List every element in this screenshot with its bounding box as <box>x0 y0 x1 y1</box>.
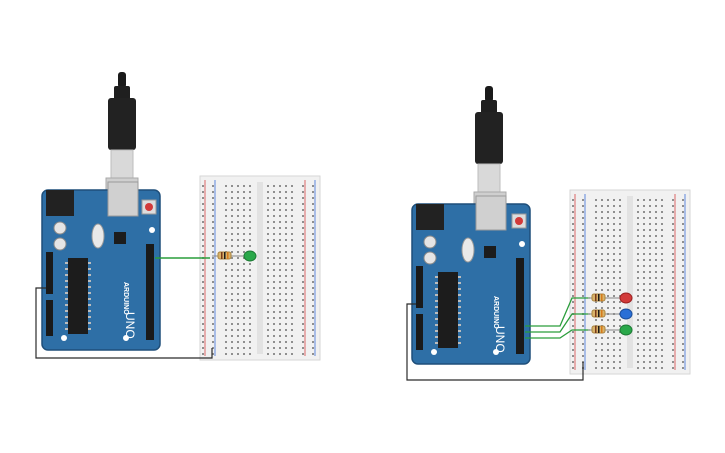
breadboard-right[interactable] <box>569 189 691 375</box>
arduino-board-left[interactable]: ARDUINO UNO <box>41 181 161 351</box>
board-logo-left: ARDUINO <box>122 282 129 315</box>
microcontroller-chip-left <box>68 258 88 334</box>
board-logo-right: ARDUINO <box>492 296 499 329</box>
reset-button-left[interactable] <box>145 203 153 211</box>
breadboard-left[interactable] <box>199 175 321 361</box>
led-red-right[interactable] <box>610 292 633 304</box>
wire-signal-1-right[interactable] <box>525 297 590 327</box>
wire-ground-left[interactable] <box>35 287 213 359</box>
board-model-left: UNO <box>123 312 137 339</box>
arduino-board-right[interactable]: ARDUINO UNO <box>411 195 531 365</box>
resistor-2-right[interactable] <box>588 309 610 318</box>
microcontroller-chip-right <box>438 272 458 348</box>
led-green-right[interactable] <box>610 324 633 336</box>
reset-button-right[interactable] <box>515 217 523 225</box>
wire-ground-right[interactable] <box>406 303 584 381</box>
wire-signal-2-right[interactable] <box>525 313 590 333</box>
circuit-left: ARDUINO UNO <box>35 72 321 361</box>
led-blue-right[interactable] <box>610 308 633 320</box>
wire-signal-3-right[interactable] <box>525 329 590 339</box>
resistor-1-right[interactable] <box>588 293 610 302</box>
resistor-3-right[interactable] <box>588 325 610 334</box>
circuit-right: ARDUINO UNO <box>406 86 691 381</box>
board-model-right: UNO <box>493 326 507 353</box>
resistor-left[interactable] <box>212 251 236 260</box>
led-green-left[interactable] <box>236 250 257 262</box>
